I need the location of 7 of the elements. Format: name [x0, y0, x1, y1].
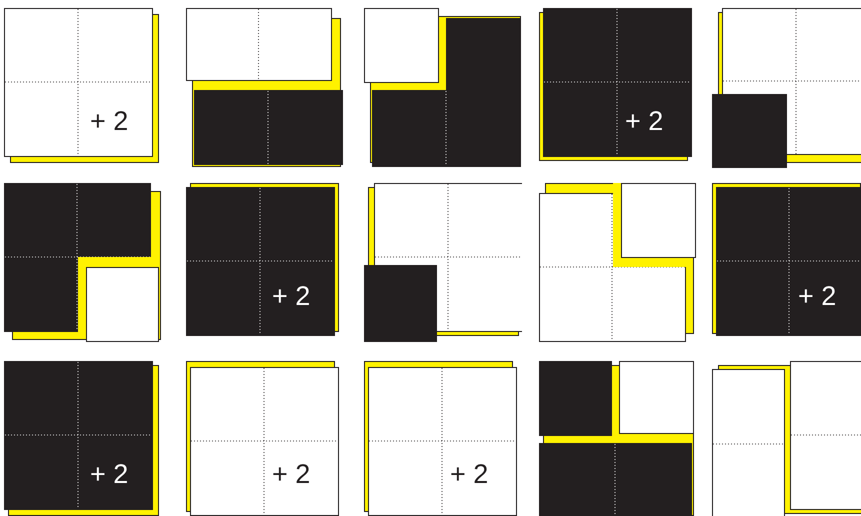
tile-value: + 2 [625, 108, 664, 135]
tile-value: + 2 [90, 461, 128, 488]
tile-value: + 2 [272, 461, 310, 488]
tile-value: + 2 [450, 461, 488, 488]
tile-value: + 2 [798, 283, 836, 310]
tile-value: + 2 [90, 108, 128, 135]
tile-value: + 2 [272, 283, 310, 310]
